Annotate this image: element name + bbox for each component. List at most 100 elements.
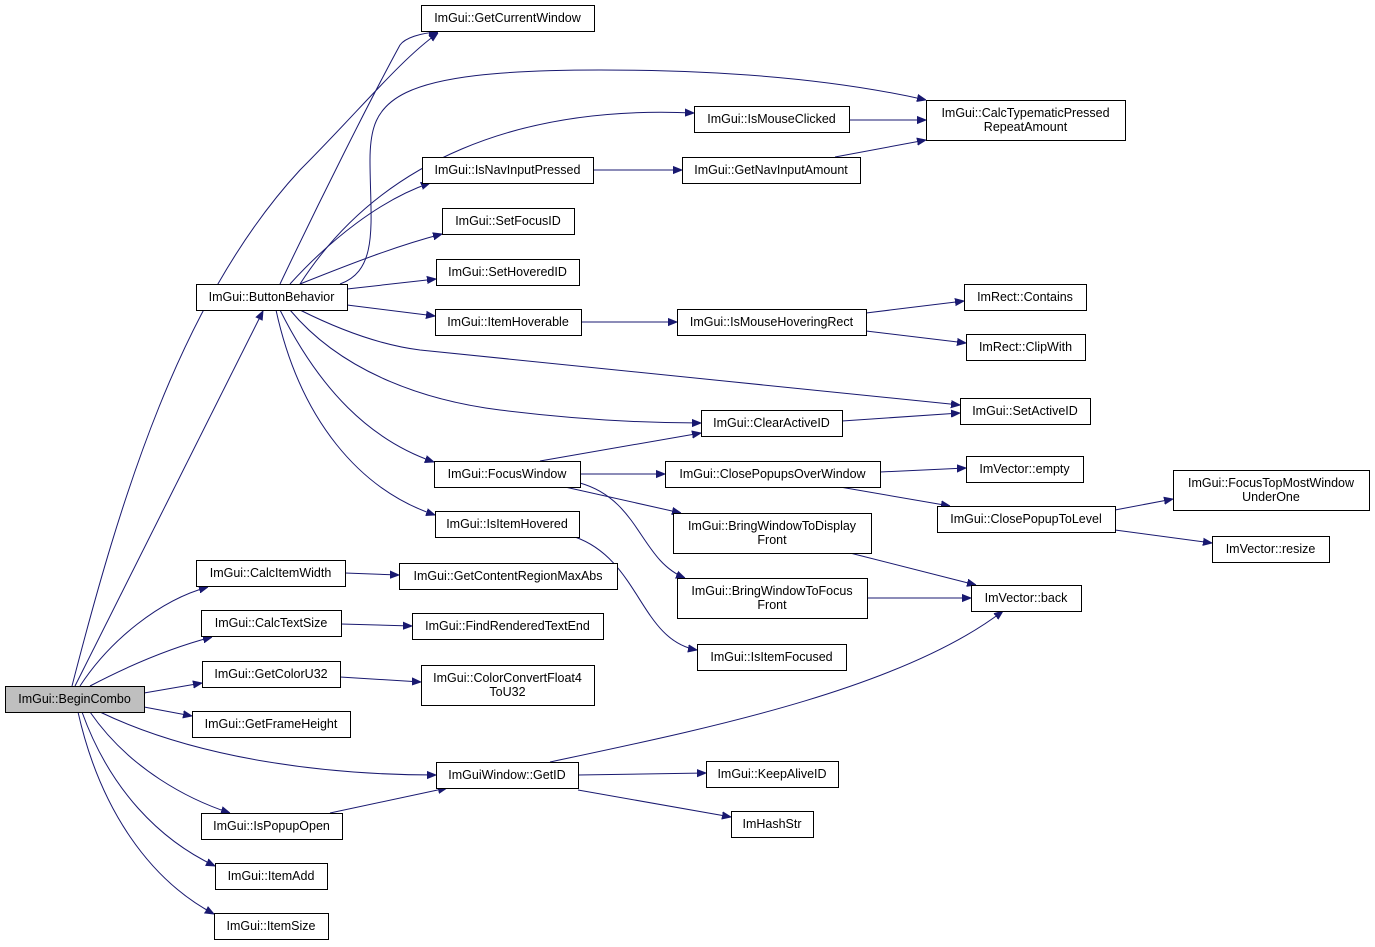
node-is-item-hovered[interactable]: ImGui::IsItemHovered bbox=[435, 511, 580, 538]
node-close-popup-to-level[interactable]: ImGui::ClosePopupToLevel bbox=[937, 506, 1116, 533]
node-item-add[interactable]: ImGui::ItemAdd bbox=[215, 863, 328, 890]
node-label: ImHashStr bbox=[742, 817, 801, 831]
node-label: ImGui::GetContentRegionMaxAbs bbox=[414, 569, 603, 583]
node-imrect-clipwith[interactable]: ImRect::ClipWith bbox=[966, 334, 1086, 361]
node-label: ImGui::BeginCombo bbox=[18, 692, 131, 706]
node-keep-alive-id[interactable]: ImGui::KeepAliveID bbox=[706, 761, 839, 788]
node-label: ImGui::ButtonBehavior bbox=[209, 290, 335, 304]
edge-close-popups-over-window-to-close-popup-to-level bbox=[839, 486, 950, 506]
node-box bbox=[202, 661, 341, 688]
node-find-rendered-text-end[interactable]: ImGui::FindRenderedTextEnd bbox=[412, 613, 604, 640]
edge-button-behavior-to-set-hovered-id bbox=[346, 279, 436, 290]
node-box bbox=[677, 578, 868, 619]
node-imguiwindow-getid[interactable]: ImGuiWindow::GetID bbox=[436, 762, 579, 789]
edge-begin-combo-to-calc-text-size bbox=[89, 637, 212, 687]
edge-close-popups-over-window-to-imvector-empty bbox=[879, 468, 966, 472]
node-box bbox=[701, 410, 843, 437]
node-clear-active-id[interactable]: ImGui::ClearActiveID bbox=[701, 410, 843, 437]
node-box bbox=[196, 560, 346, 587]
node-box bbox=[971, 585, 1082, 612]
node-label: ImGui::IsItemFocused bbox=[710, 650, 832, 664]
node-set-active-id[interactable]: ImGui::SetActiveID bbox=[960, 398, 1091, 425]
edge-button-behavior-to-item-hoverable bbox=[346, 304, 435, 316]
node-label: ImGui::BringWindowToFocus bbox=[691, 584, 852, 598]
node-box bbox=[937, 506, 1116, 533]
node-box bbox=[421, 665, 595, 706]
node-label: ImGui::GetColorU32 bbox=[214, 667, 327, 681]
edge-get-color-u32-to-color-convert-float4 bbox=[339, 676, 421, 682]
node-label: ImGui::BringWindowToDisplay bbox=[688, 519, 857, 533]
node-box bbox=[201, 813, 343, 840]
node-box bbox=[5, 686, 145, 713]
node-label: ImGui::FindRenderedTextEnd bbox=[425, 619, 590, 633]
node-set-focus-id[interactable]: ImGui::SetFocusID bbox=[442, 208, 575, 235]
node-item-size[interactable]: ImGui::ItemSize bbox=[214, 913, 329, 940]
node-imvector-empty[interactable]: ImVector::empty bbox=[966, 456, 1084, 483]
node-is-mouse-clicked[interactable]: ImGui::IsMouseClicked bbox=[694, 106, 850, 133]
edge-focus-window-to-bring-window-to-display-front bbox=[564, 486, 681, 513]
edge-is-mouse-hovering-rect-to-imrect-clipwith bbox=[865, 330, 966, 343]
node-calc-item-width[interactable]: ImGui::CalcItemWidth bbox=[196, 560, 346, 587]
node-label: UnderOne bbox=[1242, 490, 1300, 504]
node-box bbox=[697, 644, 847, 671]
node-label: ImGui::GetCurrentWindow bbox=[434, 11, 582, 25]
edge-begin-combo-to-get-current-window bbox=[71, 33, 438, 687]
edge-button-behavior-to-is-item-hovered bbox=[275, 309, 435, 515]
node-box bbox=[1212, 536, 1330, 563]
node-focus-window[interactable]: ImGui::FocusWindow bbox=[434, 461, 581, 488]
edge-button-behavior-to-calc-typematic bbox=[339, 69, 926, 285]
node-get-content-region-max-abs[interactable]: ImGui::GetContentRegionMaxAbs bbox=[399, 563, 618, 590]
node-label: ImGui::CalcItemWidth bbox=[210, 566, 332, 580]
node-close-popups-over-window[interactable]: ImGui::ClosePopupsOverWindow bbox=[665, 461, 881, 488]
node-imhashstr[interactable]: ImHashStr bbox=[731, 811, 814, 838]
node-label: ImGui::IsItemHovered bbox=[446, 517, 568, 531]
node-box bbox=[421, 5, 595, 32]
node-label: ImGui::FocusTopMostWindow bbox=[1188, 476, 1355, 490]
node-box bbox=[964, 284, 1087, 311]
node-box bbox=[966, 334, 1086, 361]
edge-button-behavior-to-get-current-window bbox=[279, 32, 438, 285]
node-label: ImGui::ClearActiveID bbox=[713, 416, 830, 430]
edge-imguiwindow-getid-to-imhashstr bbox=[577, 789, 731, 817]
node-item-hoverable[interactable]: ImGui::ItemHoverable bbox=[435, 309, 582, 336]
node-get-current-window[interactable]: ImGui::GetCurrentWindow bbox=[421, 5, 595, 32]
edge-imguiwindow-getid-to-imvector-back bbox=[549, 611, 1003, 763]
node-label: ImGui::FocusWindow bbox=[448, 467, 568, 481]
edge-close-popup-to-level-to-imvector-resize bbox=[1114, 529, 1212, 543]
node-box bbox=[435, 309, 582, 336]
node-box bbox=[412, 613, 604, 640]
node-label: ImGui::IsMouseHoveringRect bbox=[690, 315, 854, 329]
node-is-nav-input-pressed[interactable]: ImGui::IsNavInputPressed bbox=[422, 157, 594, 184]
node-get-color-u32[interactable]: ImGui::GetColorU32 bbox=[202, 661, 341, 688]
node-imrect-contains[interactable]: ImRect::Contains bbox=[964, 284, 1087, 311]
node-imvector-resize[interactable]: ImVector::resize bbox=[1212, 536, 1330, 563]
node-box bbox=[673, 513, 872, 554]
node-begin-combo[interactable]: ImGui::BeginCombo bbox=[5, 686, 145, 713]
edge-begin-combo-to-button-behavior bbox=[74, 311, 263, 687]
node-label: ImRect::ClipWith bbox=[979, 340, 1072, 354]
node-box bbox=[435, 511, 580, 538]
node-box bbox=[196, 284, 348, 311]
edge-begin-combo-to-calc-item-width bbox=[79, 587, 208, 687]
node-box bbox=[201, 610, 342, 637]
node-box bbox=[682, 157, 861, 184]
edge-button-behavior-to-is-mouse-clicked bbox=[299, 112, 694, 285]
node-is-popup-open[interactable]: ImGui::IsPopupOpen bbox=[201, 813, 343, 840]
node-imvector-back[interactable]: ImVector::back bbox=[971, 585, 1082, 612]
node-button-behavior[interactable]: ImGui::ButtonBehavior bbox=[196, 284, 348, 311]
edge-button-behavior-to-clear-active-id bbox=[289, 309, 701, 423]
node-set-hovered-id[interactable]: ImGui::SetHoveredID bbox=[436, 259, 580, 286]
node-is-mouse-hovering-rect[interactable]: ImGui::IsMouseHoveringRect bbox=[677, 309, 867, 336]
node-get-nav-input-amount[interactable]: ImGui::GetNavInputAmount bbox=[682, 157, 861, 184]
node-label: ImGui::SetActiveID bbox=[972, 404, 1078, 418]
node-get-frame-height[interactable]: ImGui::GetFrameHeight bbox=[192, 711, 351, 738]
edge-begin-combo-to-item-size bbox=[77, 711, 214, 914]
node-calc-text-size[interactable]: ImGui::CalcTextSize bbox=[201, 610, 342, 637]
nodes-layer: ImGui::BeginComboImGui::ButtonBehaviorIm… bbox=[5, 5, 1370, 940]
node-is-item-focused[interactable]: ImGui::IsItemFocused bbox=[697, 644, 847, 671]
